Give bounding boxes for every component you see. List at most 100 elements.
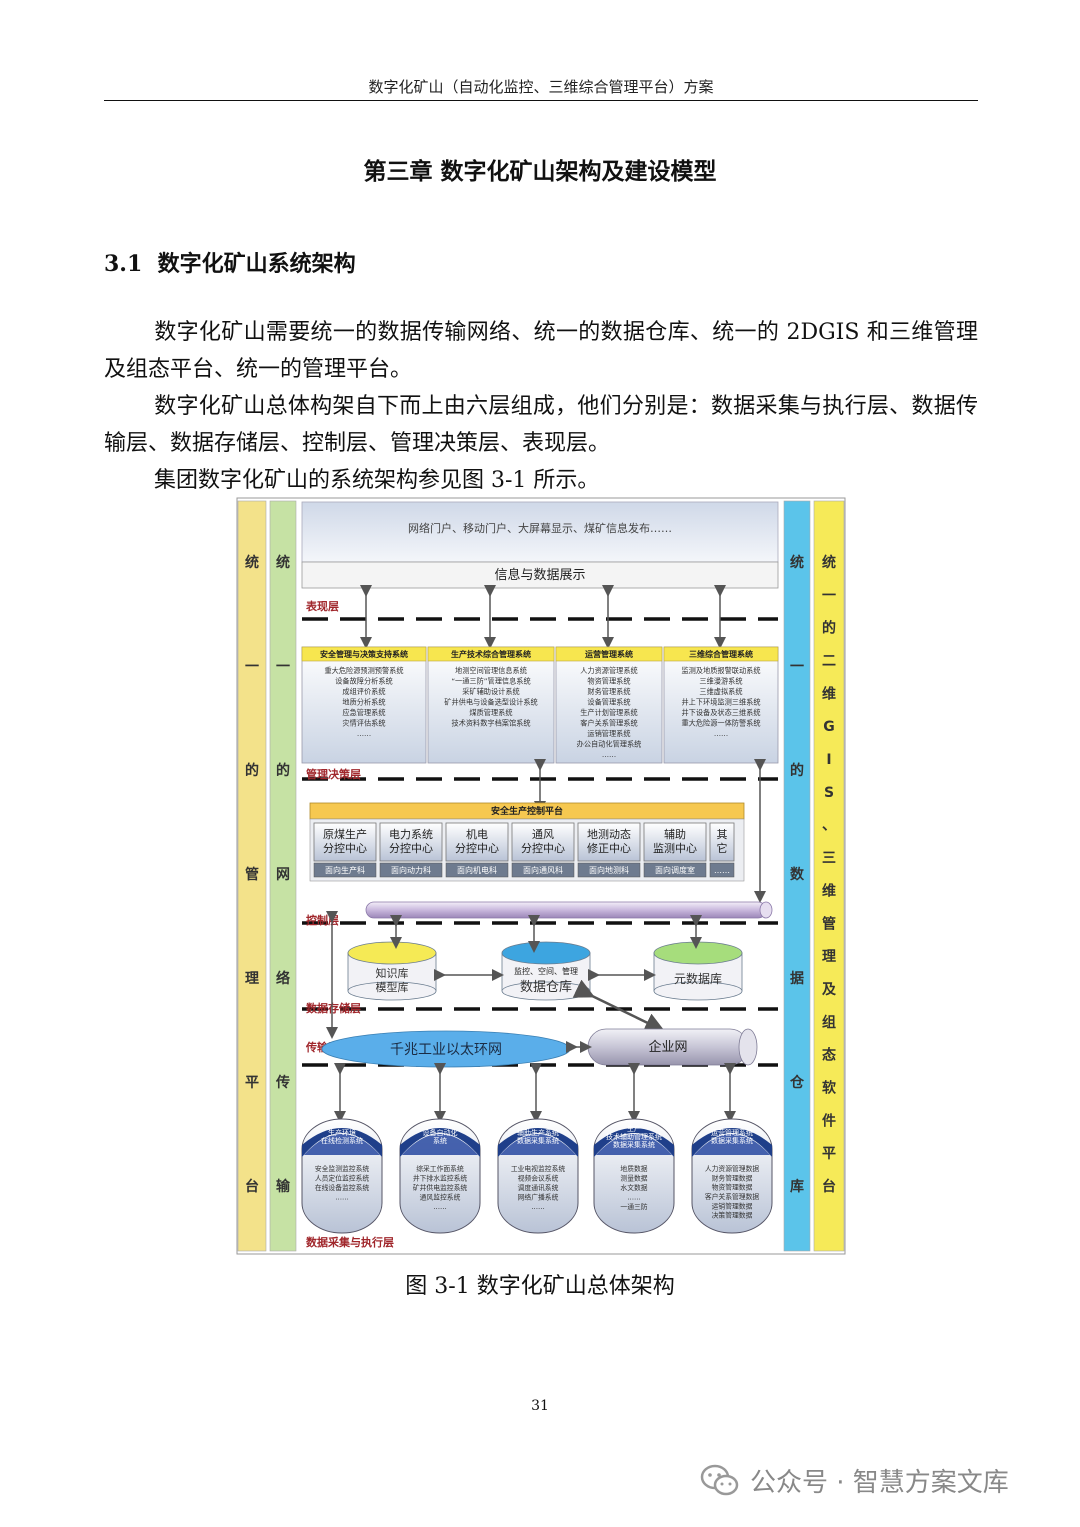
control-bus-pipe-end — [759, 901, 773, 919]
collection-column-item: 安全监测监控系统 — [315, 1164, 370, 1173]
page-number: 31 — [531, 1398, 549, 1414]
right-column-gis-char: 件 — [822, 1112, 836, 1129]
right-column-gis-bar — [813, 500, 845, 1252]
management-card-item: 办公自动化管理系统 — [577, 740, 642, 749]
collection-column-item: 水文数据 — [620, 1183, 647, 1192]
right-column-warehouse-char: 仓 — [789, 1074, 805, 1091]
enterprise-net-pipe-end — [738, 1028, 758, 1066]
control-platform-title: 安全生产控制平台 — [491, 805, 563, 817]
collection-column-title: 设备自动化系统 — [423, 1128, 458, 1145]
management-card-title: 生产技术综合管理系统 — [451, 649, 531, 659]
watermark-text: 公众号 · 智慧方案文库 — [750, 1468, 1009, 1498]
management-card-item: …… — [602, 750, 616, 759]
collection-column-item: 运销管理数据 — [712, 1201, 753, 1210]
display-box — [301, 561, 779, 589]
management-card-item: 采矿辅助设计系统 — [462, 687, 520, 696]
metadata-db-top — [653, 941, 743, 965]
right-column-gis-char: 平 — [822, 1146, 836, 1162]
management-card-item: 设备管理系统 — [587, 698, 630, 707]
right-column-gis-char: 维 — [822, 685, 836, 702]
control-center-dept-bar — [709, 862, 735, 878]
paragraph-3: 集团数字化矿山的系统架构参见图 3-1 所示。 — [104, 462, 978, 499]
enterprise-net-label: 企业网 — [648, 1039, 687, 1055]
management-card-item: 井上下环境监测三维系统 — [681, 698, 760, 707]
paragraph-2-text: 数字化矿山总体构架自下而上由六层组成，他们分别是：数据采集与执行层、数据传输层、… — [104, 394, 978, 456]
left-column-network-bar — [269, 500, 297, 1252]
right-column-gis-char: S — [824, 785, 834, 801]
collection-column-title: 生产技术辅助管理系统数据采集系统 — [606, 1124, 662, 1149]
collection-column-title: 辅助生产系统数据采集系统 — [517, 1128, 559, 1145]
knowledge-db-top — [347, 941, 437, 965]
collection-column-item: 测量数据 — [620, 1174, 647, 1183]
collection-column-item: 通风监控系统 — [420, 1193, 461, 1202]
control-center-dept: 面向调度室 — [655, 865, 695, 875]
left-column-management-bar — [237, 500, 267, 1252]
paragraph-1-text: 数字化矿山需要统一的数据传输网络、统一的数据仓库、统一的 2DGIS 和三维管理… — [104, 320, 978, 382]
control-center-name: 通风分控中心 — [521, 828, 565, 855]
management-card-item: 煤质管理系统 — [469, 708, 512, 717]
control-center-dept-bar — [511, 862, 575, 878]
management-card-item: 地质分析系统 — [342, 698, 385, 707]
management-card-item: 井下设备及状态三维系统 — [681, 708, 760, 717]
section-title: 数字化矿山系统架构 — [157, 251, 356, 277]
collection-column-cap-fill — [304, 1134, 380, 1155]
management-card-item: 三维虚拟系统 — [699, 687, 742, 696]
paragraph-1: 数字化矿山需要统一的数据传输网络、统一的数据仓库、统一的 2DGIS 和三维管理… — [104, 314, 978, 388]
management-card-item: …… — [357, 729, 371, 738]
collection-column-item: 井下排水监控系统 — [413, 1174, 468, 1183]
left-column-network-char: 统 — [276, 554, 290, 571]
collection-column-item: 客户关系管理数据 — [705, 1192, 760, 1201]
control-center-box — [445, 822, 509, 862]
portal-box — [301, 501, 779, 563]
management-card-item: 客户关系管理系统 — [580, 719, 638, 728]
management-card-title: 安全管理与决策支持系统 — [320, 649, 408, 659]
metadata-db-label: 元数据库 — [674, 971, 722, 986]
control-center-dept-bar — [379, 862, 443, 878]
collection-column-cap — [400, 1128, 480, 1157]
collection-column-item: …… — [433, 1203, 447, 1211]
management-card-item: 地测空间管理信息系统 — [455, 666, 527, 675]
collection-column-cap-fill — [500, 1134, 576, 1155]
collection-column-item: 视频会议系统 — [518, 1174, 559, 1183]
left-column-network-char: 络 — [276, 970, 290, 987]
right-column-gis-char: 理 — [822, 949, 836, 965]
layer-label: 数据存储层 — [306, 1001, 361, 1015]
left-column-management-char: 统 — [245, 554, 259, 571]
control-center-dept: 面向生产科 — [325, 865, 365, 875]
control-center-box — [511, 822, 575, 862]
section-heading: 3.1 数字化矿山系统架构 — [104, 246, 356, 278]
right-column-gis-char: 二 — [822, 654, 836, 670]
management-card — [555, 646, 663, 764]
double-arrow — [572, 979, 665, 1032]
collection-column-item: 地质数据 — [620, 1164, 647, 1173]
right-column-warehouse-char: 库 — [790, 1178, 804, 1195]
management-card-item: 重大危险源一体防警系统 — [681, 719, 760, 728]
management-card — [663, 646, 779, 764]
control-center-dept-bar — [577, 862, 641, 878]
management-card-title: 三维综合管理系统 — [689, 649, 753, 659]
control-center-box — [709, 822, 735, 862]
display-text: 信息与数据展示 — [494, 567, 585, 583]
control-center-name: 原煤生产分控中心 — [323, 827, 367, 855]
control-center-box — [643, 822, 707, 862]
paragraph-3-text: 集团数字化矿山的系统架构参见图 3-1 所示。 — [154, 468, 600, 493]
right-column-gis-char: 软 — [822, 1079, 837, 1096]
knowledge-db-bottom — [347, 981, 437, 1001]
control-center-dept-bar — [643, 862, 707, 878]
right-column-gis-char: 一 — [822, 588, 836, 604]
right-column-warehouse-char: 一 — [790, 659, 804, 675]
control-center-name: 机电分控中心 — [455, 827, 499, 855]
left-column-network-char: 一 — [276, 659, 290, 675]
right-column-gis-char: 组 — [822, 1014, 836, 1031]
management-card — [427, 646, 555, 764]
management-card-item: 财务管理系统 — [587, 687, 630, 696]
left-column-management-char: 的 — [245, 762, 259, 779]
data-warehouse-top — [501, 941, 591, 965]
control-bus-pipe — [365, 901, 767, 919]
left-column-management-char: 平 — [245, 1075, 259, 1091]
control-center-name: 其它 — [717, 828, 728, 855]
wechat-icon — [700, 1464, 739, 1495]
layer-label: 表现层 — [305, 599, 339, 613]
control-center-dept: 面向地测科 — [589, 865, 629, 875]
control-center-dept: 面向机电科 — [457, 865, 497, 875]
